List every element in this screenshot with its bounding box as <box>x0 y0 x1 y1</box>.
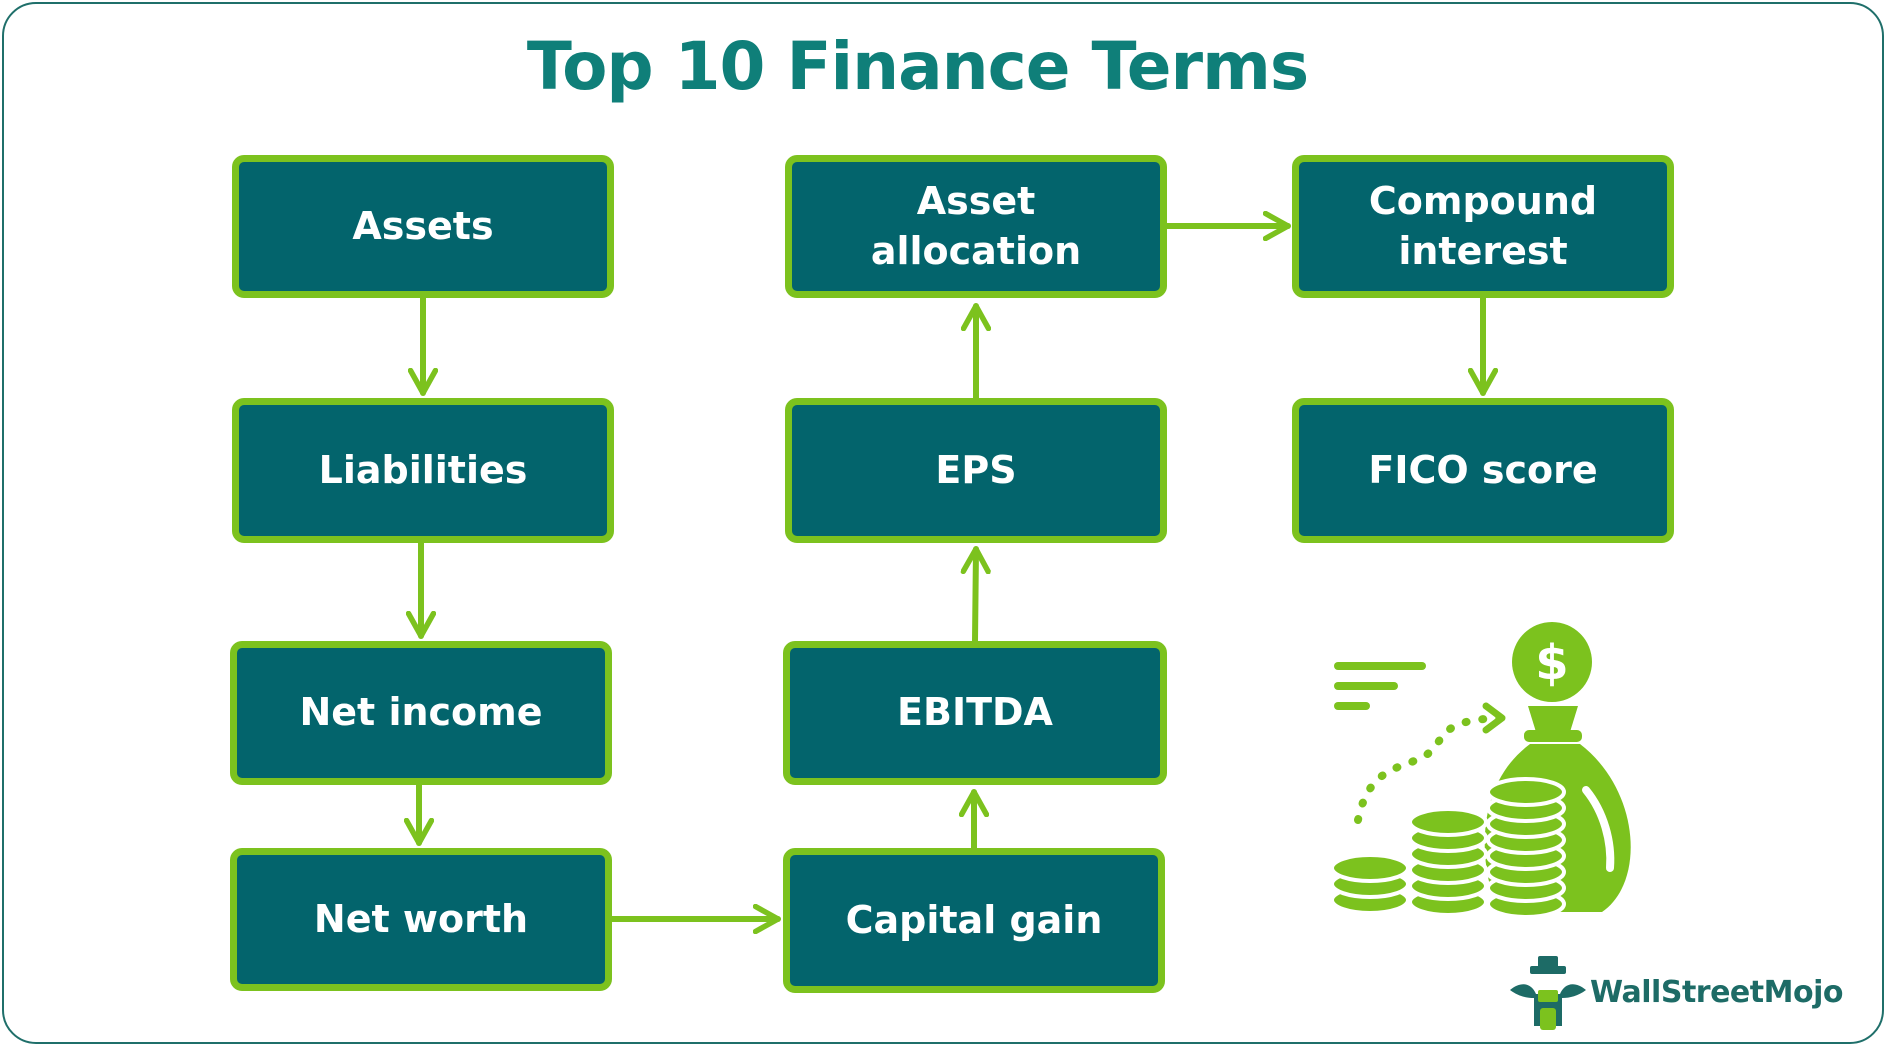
node-eps: EPS <box>785 398 1167 543</box>
node-label: Liabilities <box>318 447 528 492</box>
node-label: EBITDA <box>897 690 1053 735</box>
node-liabilities: Liabilities <box>232 398 614 543</box>
node-label: Net income <box>299 690 543 735</box>
node-fico-score: FICO score <box>1292 398 1674 543</box>
node-capital-gain: Capital gain <box>783 848 1165 993</box>
arrow-ebitda-to-eps <box>975 546 976 644</box>
page-title: Top 10 Finance Terms <box>526 28 1309 105</box>
brand-name: WallStreetMojo <box>1590 975 1843 1010</box>
node-asset-allocation: Asset allocation <box>785 155 1167 298</box>
svg-text:$: $ <box>1535 635 1568 691</box>
node-net-worth: Net worth <box>230 848 612 991</box>
node-label: Net worth <box>313 896 529 941</box>
node-label: Assets <box>352 203 494 248</box>
node-ebitda: EBITDA <box>783 641 1167 785</box>
node-label: Compound interest <box>1368 179 1598 273</box>
node-label: FICO score <box>1368 447 1598 492</box>
node-label: Asset allocation <box>870 179 1082 273</box>
node-compound-interest: Compound interest <box>1292 155 1674 298</box>
growth-arrow-icon <box>1354 702 1506 824</box>
node-net-income: Net income <box>230 641 612 785</box>
node-label: Capital gain <box>845 897 1103 942</box>
node-label: EPS <box>935 447 1017 492</box>
node-assets: Assets <box>232 155 614 298</box>
wallstreetmojo-logo-icon <box>1510 956 1586 1030</box>
speed-lines-icon <box>1334 662 1426 710</box>
coin-stack-icon <box>1330 777 1566 919</box>
